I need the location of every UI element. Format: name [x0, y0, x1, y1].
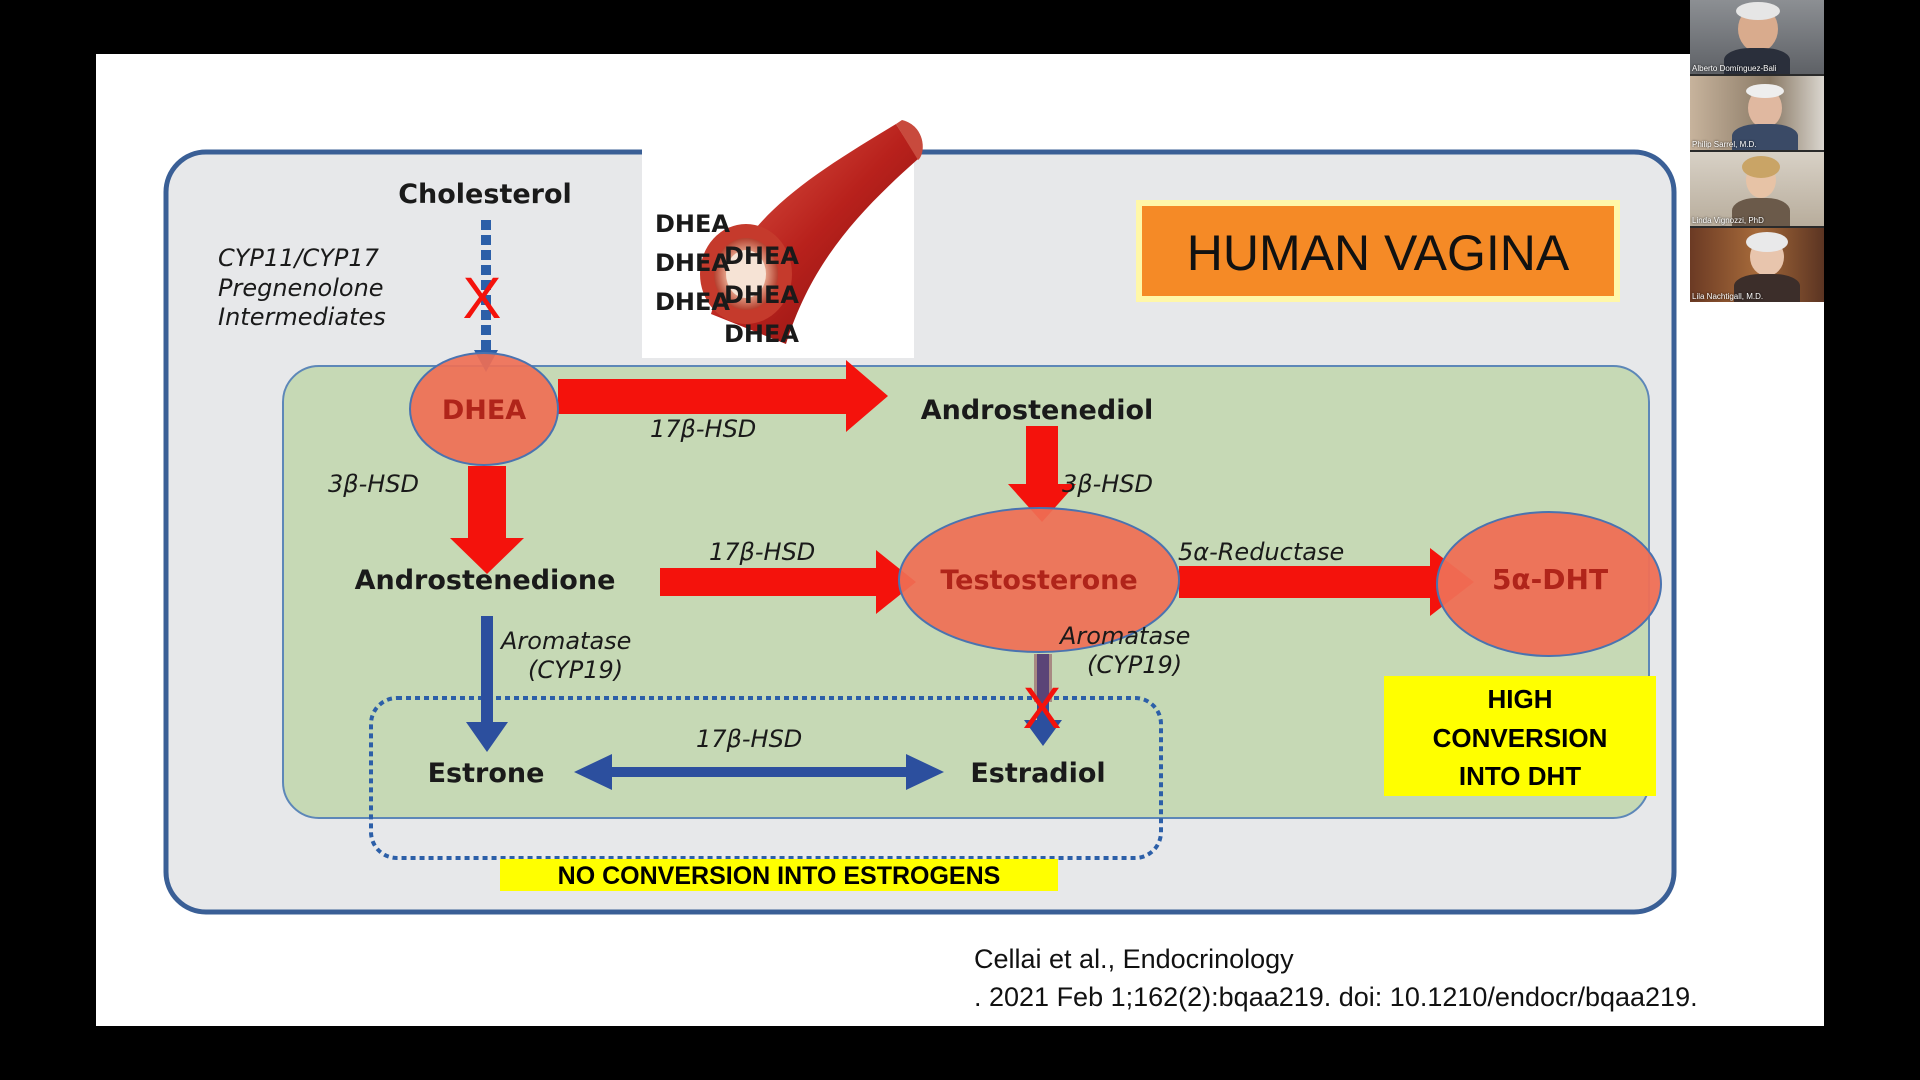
- dhea-androstenediol-arrow: [558, 360, 888, 432]
- participant-tile-1[interactable]: Alberto Domínguez-Bali: [1690, 0, 1824, 74]
- vessel-dhea-label-5: DHEA: [724, 281, 799, 309]
- presentation-slide: Cholesterol DHEA Androstenediol Androste…: [96, 54, 1824, 1026]
- citation-line2: . 2021 Feb 1;162(2):bqaa219. doi: 10.121…: [974, 982, 1698, 1012]
- blood-vessel-icon: [700, 120, 923, 344]
- estrone-label: Estrone: [428, 758, 545, 789]
- aromatase-right-label-2: (CYP19): [1087, 651, 1182, 679]
- participant-tile-3[interactable]: Linda Vignozzi, PhD: [1690, 152, 1824, 226]
- aromatase-right-label-1: Aromatase: [1058, 622, 1190, 650]
- testosterone-dht-arrow: [1179, 548, 1474, 616]
- vessel-dhea-label-4: DHEA: [724, 242, 799, 270]
- androstenedione-label: Androstenedione: [355, 565, 616, 596]
- dhea-label: DHEA: [442, 395, 526, 426]
- block-mark-cyp: X: [463, 266, 502, 331]
- participant-name-4: Lila Nachtigall, M.D.: [1692, 292, 1764, 301]
- steroid-pathway-diagram: Cholesterol DHEA Androstenediol Androste…: [163, 120, 1677, 915]
- participant-name-3: Linda Vignozzi, PhD: [1692, 216, 1764, 225]
- vessel-dhea-label-2: DHEA: [655, 249, 730, 277]
- cyp-label-line2: Pregnenolone: [218, 274, 384, 302]
- participant-name-1: Alberto Domínguez-Bali: [1692, 64, 1777, 73]
- block-mark-aromatase: X: [1023, 676, 1062, 741]
- testosterone-label: Testosterone: [940, 565, 1137, 596]
- estrone-estradiol-arrow: [574, 754, 944, 790]
- cholesterol-label: Cholesterol: [398, 179, 572, 210]
- title-box-text: HUMAN VAGINA: [1187, 225, 1570, 281]
- citation-line1: Cellai et al., Endocrinology: [974, 944, 1294, 974]
- participant-video-strip: Alberto Domínguez-Bali Philip Sarrel, M.…: [1690, 0, 1824, 302]
- citation: Cellai et al., Endocrinology . 2021 Feb …: [974, 940, 1698, 1016]
- hsd3-left-label: 3β-HSD: [328, 470, 419, 498]
- vessel-dhea-label-1: DHEA: [655, 210, 730, 238]
- estradiol-label: Estradiol: [970, 758, 1105, 789]
- hsd17-mid-label: 17β-HSD: [709, 538, 815, 566]
- hsd3-right-label: 3β-HSD: [1062, 470, 1153, 498]
- androstenedione-testosterone-arrow: [660, 550, 916, 614]
- hsd17-bottom-label: 17β-HSD: [696, 725, 802, 753]
- high-conversion-box: [1384, 676, 1656, 796]
- dhea-node: [409, 352, 559, 466]
- no-conversion-box: [500, 859, 1058, 891]
- no-conversion-text: NO CONVERSION INTO ESTROGENS: [558, 862, 1001, 890]
- aromatase-left-label-2: (CYP19): [528, 656, 623, 684]
- high-conversion-line1: HIGH: [1488, 684, 1553, 714]
- participant-tile-4[interactable]: Lila Nachtigall, M.D.: [1690, 228, 1824, 302]
- cyp-label-line3: Intermediates: [218, 303, 386, 331]
- hsd17-top-label: 17β-HSD: [650, 415, 756, 443]
- testosterone-node: [898, 507, 1180, 653]
- participant-name-2: Philip Sarrel, M.D.: [1692, 140, 1757, 149]
- cyp-label-line1: CYP11/CYP17: [218, 244, 380, 272]
- aromatase-left-label-1: Aromatase: [499, 627, 631, 655]
- androstenedione-estrone-arrow: [466, 616, 508, 752]
- vessel-dhea-label-3: DHEA: [655, 288, 730, 316]
- androstenediol-testosterone-arrow: [1008, 426, 1076, 522]
- reductase-label: 5α-Reductase: [1178, 538, 1344, 566]
- estrogen-dotted-box: [369, 696, 1163, 860]
- dht-label: 5α-DHT: [1492, 563, 1608, 596]
- participant-tile-2[interactable]: Philip Sarrel, M.D.: [1690, 76, 1824, 150]
- androstenediol-label: Androstenediol: [921, 395, 1154, 426]
- dhea-androstenedione-arrow: [450, 466, 524, 574]
- high-conversion-line2: CONVERSION: [1433, 723, 1608, 753]
- dht-node: [1436, 511, 1662, 657]
- high-conversion-line3: INTO DHT: [1459, 761, 1581, 791]
- title-box: [1142, 206, 1614, 296]
- vessel-dhea-label-6: DHEA: [724, 320, 799, 348]
